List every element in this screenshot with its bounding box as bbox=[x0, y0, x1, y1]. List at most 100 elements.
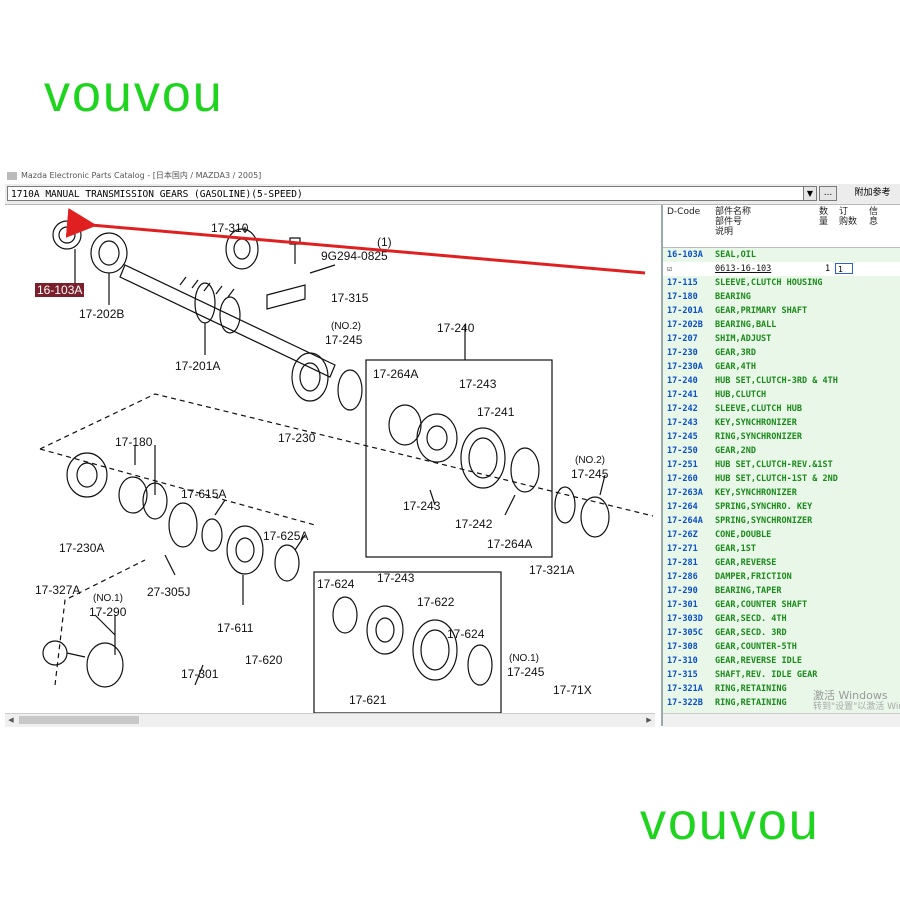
callout-17-202B[interactable]: 17-202B bbox=[79, 307, 125, 321]
dcode-cell: 17-305C bbox=[667, 628, 703, 638]
table-row[interactable]: 17-241 HUB,CLUTCH bbox=[663, 388, 900, 402]
callout-9G294-0825[interactable]: 9G294-0825 bbox=[321, 249, 388, 263]
callout-17-180[interactable]: 17-180 bbox=[115, 435, 153, 449]
callout-17-240[interactable]: 17-240 bbox=[437, 321, 475, 335]
callout-17-201A[interactable]: 17-201A bbox=[175, 359, 221, 373]
callout-17-624-a[interactable]: 17-624 bbox=[317, 577, 355, 591]
callout-17-243-a[interactable]: 17-243 bbox=[459, 377, 497, 391]
callout-17-243-b[interactable]: 17-243 bbox=[403, 499, 441, 513]
table-row[interactable]: 17-305C GEAR,SECD. 3RD bbox=[663, 626, 900, 640]
callout-17-264A-a[interactable]: 17-264A bbox=[373, 367, 419, 381]
callout-27-305J[interactable]: 27-305J bbox=[147, 585, 191, 599]
callout-17-290[interactable]: 17-290 bbox=[89, 605, 127, 619]
callout-17-264A-b[interactable]: 17-264A bbox=[487, 537, 533, 551]
callout-17-622[interactable]: 17-622 bbox=[417, 595, 455, 609]
callout-17-230[interactable]: 17-230 bbox=[278, 431, 316, 445]
part-name-cell: GEAR,SECD. 3RD bbox=[715, 628, 787, 638]
exploded-diagram[interactable]: 16-103A 17-202B 17-201A 17-310 9G294-082… bbox=[5, 205, 655, 713]
section-select[interactable]: 1710A MANUAL TRANSMISSION GEARS (GASOLIN… bbox=[7, 186, 805, 201]
more-button[interactable]: ... bbox=[819, 186, 837, 201]
dcode-cell: 17-286 bbox=[667, 572, 698, 582]
diagram-horizontal-scrollbar[interactable]: ◀ ▶ bbox=[5, 713, 655, 727]
dcode-cell: 17-207 bbox=[667, 334, 698, 344]
callout-17-615A[interactable]: 17-615A bbox=[181, 487, 227, 501]
callout-17-625A[interactable]: 17-625A bbox=[263, 529, 309, 543]
scroll-left-icon[interactable]: ◀ bbox=[8, 716, 14, 724]
part-name-cell: HUB SET,CLUTCH-3RD & 4TH bbox=[715, 376, 838, 386]
chevron-down-icon[interactable]: ▼ bbox=[803, 186, 817, 201]
select-checkbox[interactable]: ☑ bbox=[667, 264, 672, 273]
table-row[interactable]: 17-245 RING,SYNCHRONIZER bbox=[663, 430, 900, 444]
part-name-cell: GEAR,COUNTER SHAFT bbox=[715, 600, 808, 610]
callout-17-624-b[interactable]: 17-624 bbox=[447, 627, 485, 641]
order-quantity-input[interactable]: 1 bbox=[835, 263, 853, 274]
part-name-cell: GEAR,4TH bbox=[715, 362, 756, 372]
header-dcode: D-Code bbox=[667, 207, 701, 217]
callout-17-245-c[interactable]: 17-245 bbox=[507, 665, 545, 679]
dcode-cell: 17-241 bbox=[667, 390, 698, 400]
callout-17-301[interactable]: 17-301 bbox=[181, 667, 219, 681]
callout-17-310[interactable]: 17-310 bbox=[211, 221, 249, 235]
part-name-cell: RING,SYNCHRONIZER bbox=[715, 432, 802, 442]
callout-17-71X[interactable]: 17-71X bbox=[553, 683, 592, 697]
scrollbar-thumb[interactable] bbox=[19, 716, 139, 724]
callout-17-245-a[interactable]: 17-245 bbox=[325, 333, 363, 347]
callout-17-241[interactable]: 17-241 bbox=[477, 405, 515, 419]
scroll-right-icon[interactable]: ▶ bbox=[646, 716, 652, 724]
part-name-cell: HUB,CLUTCH bbox=[715, 390, 767, 400]
callout-16-103A[interactable]: 16-103A bbox=[35, 283, 85, 297]
window-title: Mazda Electronic Parts Catalog - [日本国内 /… bbox=[21, 171, 262, 180]
callout-17-620[interactable]: 17-620 bbox=[245, 653, 283, 667]
part-name-cell: GEAR,1ST bbox=[715, 544, 756, 554]
part-name-cell: SEAL,OIL bbox=[715, 250, 756, 260]
callout-17-243-c[interactable]: 17-243 bbox=[377, 571, 415, 585]
callout-17-611[interactable]: 17-611 bbox=[217, 621, 254, 635]
callout-17-242[interactable]: 17-242 bbox=[455, 517, 493, 531]
callout-17-230A[interactable]: 17-230A bbox=[59, 541, 105, 555]
watermark-top: vouvou bbox=[44, 65, 224, 123]
parts-list-scrollbar[interactable] bbox=[663, 713, 900, 727]
callout-17-321A[interactable]: 17-321A bbox=[529, 563, 575, 577]
add-reference-button[interactable]: 附加参考 bbox=[854, 188, 891, 198]
dcode-cell: 17-322B bbox=[667, 698, 703, 708]
dcode-cell: 17-245 bbox=[667, 432, 698, 442]
dcode-cell: 17-263A bbox=[667, 488, 703, 498]
part-name-cell: GEAR,COUNTER-5TH bbox=[715, 642, 797, 652]
callout-17-315[interactable]: 17-315 bbox=[331, 291, 369, 305]
part-number-link[interactable]: 0613-16-103 bbox=[715, 264, 772, 274]
callout-17-245-b[interactable]: 17-245 bbox=[571, 467, 609, 481]
callout-17-327A[interactable]: 17-327A bbox=[35, 583, 81, 597]
callout-17-621[interactable]: 17-621 bbox=[349, 693, 387, 707]
